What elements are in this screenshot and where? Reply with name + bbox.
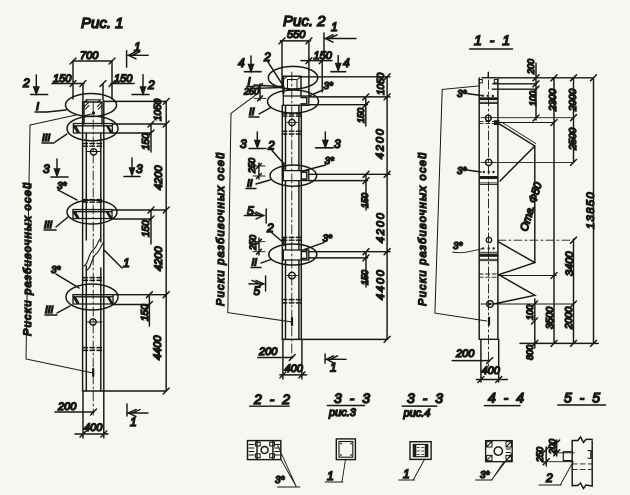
svg-text:3*: 3* — [480, 470, 491, 481]
svg-text:1: 1 — [331, 20, 338, 34]
svg-text:100: 100 — [525, 305, 535, 320]
svg-text:Риски разбивочных осей: Риски разбивочных осей — [417, 151, 429, 306]
svg-text:1 - 1: 1 - 1 — [474, 32, 512, 48]
svg-text:II: II — [249, 107, 255, 118]
svg-text:3*: 3* — [457, 166, 468, 177]
svg-text:4400: 4400 — [375, 268, 387, 300]
svg-text:III: III — [44, 220, 53, 231]
svg-text:400: 400 — [285, 363, 304, 375]
svg-text:3 - 3: 3 - 3 — [334, 390, 372, 406]
svg-text:Риски разбивочных осей: Риски разбивочных осей — [215, 151, 227, 306]
svg-text:150: 150 — [141, 220, 152, 237]
svg-text:150: 150 — [356, 108, 366, 123]
svg-text:II: II — [252, 258, 258, 269]
svg-text:3*: 3* — [51, 265, 62, 276]
svg-text:4 - 4: 4 - 4 — [488, 390, 526, 406]
svg-text:4400: 4400 — [152, 335, 164, 360]
svg-text:250: 250 — [535, 447, 545, 463]
svg-text:3*: 3* — [275, 475, 286, 486]
svg-text:13850: 13850 — [585, 191, 597, 229]
svg-text:550: 550 — [287, 29, 306, 41]
svg-text:200: 200 — [455, 348, 475, 360]
svg-text:5: 5 — [254, 284, 261, 298]
svg-text:150: 150 — [360, 270, 370, 285]
svg-text:3*: 3* — [457, 89, 468, 100]
svg-text:400: 400 — [84, 422, 103, 434]
svg-text:100: 100 — [528, 91, 538, 106]
svg-text:1: 1 — [403, 467, 410, 481]
svg-text:1: 1 — [330, 361, 337, 375]
svg-text:250: 250 — [248, 235, 258, 251]
svg-text:3*: 3* — [57, 181, 68, 192]
svg-text:150: 150 — [314, 50, 333, 62]
svg-text:1: 1 — [327, 469, 334, 483]
svg-text:4200: 4200 — [153, 246, 165, 271]
svg-text:5 - 5: 5 - 5 — [564, 390, 602, 406]
svg-text:2: 2 — [266, 221, 274, 235]
svg-text:3400: 3400 — [564, 251, 576, 276]
svg-text:2: 2 — [22, 76, 30, 90]
svg-text:2: 2 — [147, 78, 155, 92]
svg-text:3: 3 — [334, 137, 341, 151]
svg-text:4200: 4200 — [375, 211, 387, 243]
svg-text:4200: 4200 — [153, 165, 165, 190]
svg-text:I: I — [36, 101, 39, 113]
svg-text:150: 150 — [141, 133, 152, 150]
svg-text:2: 2 — [263, 50, 271, 64]
svg-text:3500: 3500 — [545, 306, 556, 329]
svg-text:150: 150 — [114, 73, 133, 85]
svg-text:рис.4: рис.4 — [403, 408, 431, 420]
svg-text:1: 1 — [123, 256, 130, 270]
svg-text:800: 800 — [525, 345, 535, 360]
svg-text:150: 150 — [360, 193, 370, 208]
svg-text:400: 400 — [482, 365, 501, 377]
svg-text:III: III — [45, 305, 54, 316]
svg-text:2300: 2300 — [548, 88, 559, 112]
svg-text:250: 250 — [243, 87, 259, 97]
svg-text:Рис. 2: Рис. 2 — [283, 13, 326, 30]
svg-text:2: 2 — [267, 139, 275, 153]
svg-text:4: 4 — [343, 56, 350, 70]
svg-text:3: 3 — [240, 137, 247, 151]
svg-text:1: 1 — [130, 415, 137, 429]
svg-text:4: 4 — [238, 56, 245, 70]
svg-text:5: 5 — [247, 204, 254, 218]
svg-text:150: 150 — [140, 304, 151, 321]
svg-text:2000: 2000 — [564, 306, 575, 330]
svg-text:1050: 1050 — [376, 72, 387, 95]
svg-text:3*: 3* — [325, 156, 336, 167]
svg-text:Рис. 1: Рис. 1 — [81, 15, 124, 32]
svg-text:I: I — [248, 76, 251, 88]
svg-text:рис.3: рис.3 — [328, 407, 357, 419]
svg-text:250: 250 — [247, 158, 257, 174]
svg-text:1: 1 — [134, 40, 141, 54]
svg-text:2 - 2: 2 - 2 — [253, 391, 292, 407]
svg-text:3: 3 — [136, 162, 143, 176]
svg-text:200: 200 — [548, 439, 558, 455]
svg-text:1050: 1050 — [153, 98, 164, 121]
svg-text:700: 700 — [80, 50, 99, 62]
svg-text:3*: 3* — [323, 234, 334, 245]
svg-text:2000: 2000 — [568, 88, 579, 112]
svg-text:200: 200 — [526, 59, 536, 75]
svg-text:3 - 3: 3 - 3 — [407, 390, 445, 406]
svg-text:2500: 2500 — [568, 127, 579, 151]
svg-text:3*: 3* — [324, 81, 335, 92]
svg-text:200: 200 — [258, 346, 278, 358]
svg-text:2: 2 — [545, 471, 553, 485]
svg-text:3*: 3* — [453, 241, 464, 252]
svg-text:II: II — [247, 179, 253, 190]
svg-text:150: 150 — [53, 73, 72, 85]
svg-text:3: 3 — [43, 162, 50, 176]
svg-text:III: III — [42, 133, 51, 144]
svg-text:200: 200 — [57, 401, 77, 413]
svg-text:4200: 4200 — [375, 127, 387, 159]
